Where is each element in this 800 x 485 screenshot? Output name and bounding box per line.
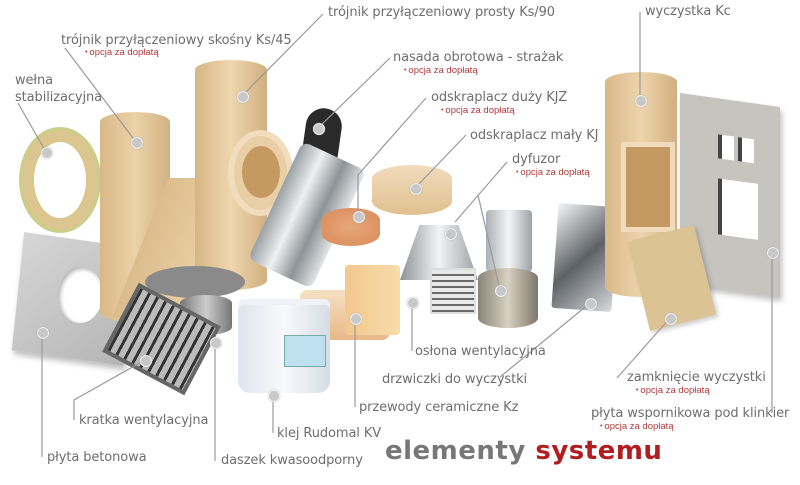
label-zamkniecie: zamknięcie wyczystki	[627, 370, 766, 385]
vent-cover-image	[430, 268, 476, 314]
label-trojnik-prosty: trójnik przyłączeniowy prosty Ks/90	[328, 5, 555, 20]
leader-dot	[37, 327, 49, 339]
label-klej: klej Rudomal KV	[277, 426, 382, 441]
leader-dot	[407, 297, 419, 309]
leader-dot	[237, 91, 249, 103]
leader-dot	[140, 355, 152, 367]
leader-dot	[665, 313, 677, 325]
label-welna-line1: wełna	[15, 73, 54, 88]
steel-pot-image	[478, 268, 538, 328]
label-drzwiczki: drzwiczki do wyczystki	[382, 372, 528, 387]
leader-dot	[131, 137, 143, 149]
label-plyta-betonowa: płyta betonowa	[47, 450, 147, 465]
label-trojnik-skosny: trójnik przyłączeniowy skośny Ks/45	[61, 33, 292, 48]
option-note: opcja za dopłatą	[636, 385, 709, 396]
leader-dot	[445, 228, 457, 240]
label-welna-line2: stabilizacyjna	[15, 90, 102, 105]
label-kratka: kratka wentylacyjna	[79, 413, 209, 428]
leader-dot	[350, 313, 362, 325]
leader-dot	[585, 298, 597, 310]
label-odskraplacz-duzy: odskraplacz duży KJZ	[431, 90, 568, 105]
diagram-title: elementy systemu	[385, 436, 662, 466]
label-nasada: nasada obrotowa - strażak	[393, 50, 564, 65]
option-note: opcja za dopłatą	[600, 421, 673, 432]
leader-dot	[41, 147, 53, 159]
option-note: opcja za dopłatą	[516, 167, 589, 178]
leader-dot	[410, 183, 422, 195]
leader-dot	[635, 95, 647, 107]
small-condensate-trap-image	[322, 208, 380, 246]
option-note: opcja za dopłatą	[85, 47, 158, 58]
label-daszek: daszek kwasoodporny	[221, 453, 363, 468]
label-oslona: osłona wentylacyjna	[415, 344, 546, 359]
leader-dot	[353, 211, 365, 223]
label-odskraplacz-maly: odskraplacz mały KJ	[470, 128, 599, 143]
title-part2: systemu	[535, 436, 663, 466]
leader-dot	[313, 123, 325, 135]
glue-bucket-image	[238, 305, 330, 393]
leader-dot	[767, 247, 779, 259]
rain-cap-image	[145, 266, 245, 298]
leader-dot	[210, 337, 222, 349]
title-part1: elementy	[385, 436, 526, 466]
label-plyta-wspornikowa: płyta wspornikowa pod klinkier	[591, 406, 790, 421]
option-note: opcja za dopłatą	[404, 65, 477, 76]
tee-90-branch	[228, 130, 293, 216]
label-przewody: przewody ceramiczne Kz	[359, 400, 519, 415]
option-note: opcja za dopłatą	[441, 105, 514, 116]
label-wyczystka: wyczystka Kc	[645, 4, 731, 19]
leader-dot	[495, 285, 507, 297]
leader-dot	[268, 390, 280, 402]
label-dyfuzor: dyfuzor	[512, 152, 561, 167]
